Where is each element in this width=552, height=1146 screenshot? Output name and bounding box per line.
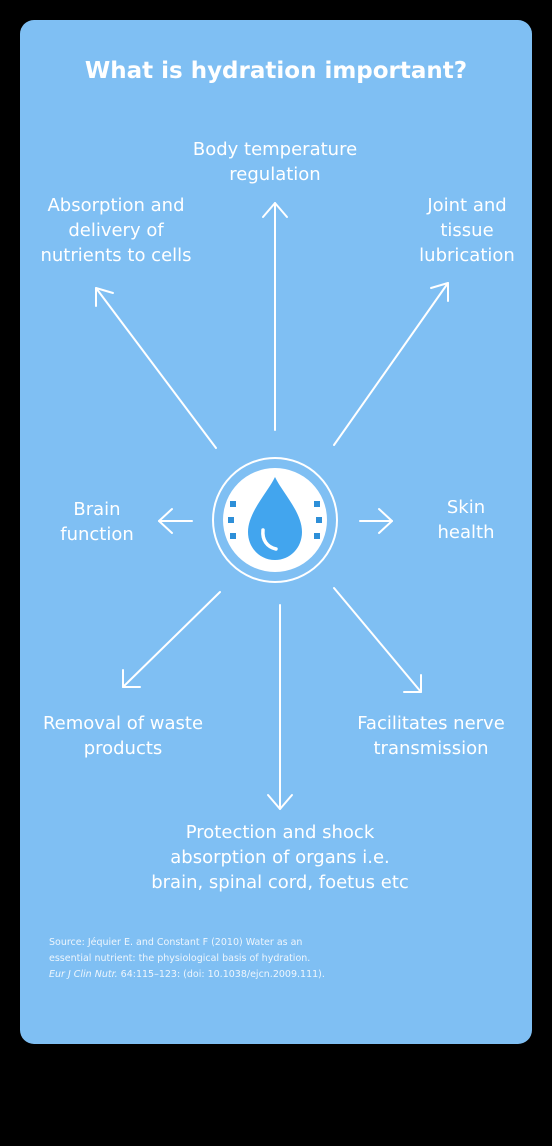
label-joint-lubrication: Joint and tissue lubrication bbox=[419, 195, 515, 266]
source-citation: Source: Jéquier E. and Constant F (2010)… bbox=[49, 935, 329, 983]
arrow-up bbox=[262, 202, 288, 431]
label-skin-health: Skin health bbox=[437, 497, 495, 543]
label-removal-waste: Removal of waste products bbox=[42, 713, 204, 759]
arrow-left bbox=[158, 508, 193, 534]
source-journal: Eur J Clin Nutr. bbox=[49, 969, 118, 980]
arrow-down bbox=[267, 604, 293, 810]
infographic-card: What is hydration important? bbox=[20, 20, 532, 1044]
arrow-right bbox=[359, 508, 393, 534]
arrow-up-left bbox=[95, 287, 217, 449]
arrow-down-left bbox=[122, 591, 221, 688]
source-suffix: 64:115–123: (doi: 10.1038/ejcn.2009.111)… bbox=[117, 969, 325, 980]
diagram-arrows bbox=[95, 202, 449, 810]
water-drop-icon bbox=[212, 457, 338, 583]
label-body-temperature: Body temperature regulation bbox=[192, 139, 358, 185]
source-text: Source: Jéquier E. and Constant F (2010)… bbox=[49, 937, 311, 964]
label-nerve-transmission: Facilitates nerve transmission bbox=[357, 713, 505, 759]
arrow-up-right bbox=[333, 282, 449, 446]
arrow-down-right bbox=[333, 587, 422, 693]
label-brain-function: Brain function bbox=[60, 499, 134, 545]
label-absorption-nutrients: Absorption and delivery of nutrients to … bbox=[40, 195, 192, 266]
label-organ-protection: Protection and shock absorption of organ… bbox=[151, 822, 409, 893]
page-title: What is hydration important? bbox=[84, 58, 468, 84]
